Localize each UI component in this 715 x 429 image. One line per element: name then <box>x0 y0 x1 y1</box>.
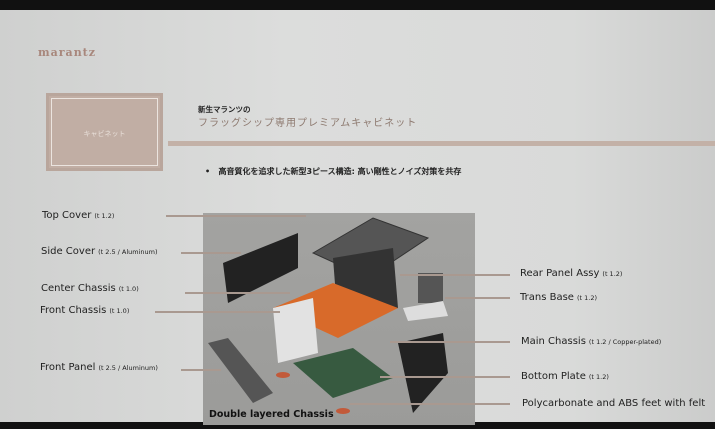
image-caption: Double layered Chassis <box>209 409 334 420</box>
leader-line <box>181 252 241 254</box>
slide-subtitle: 新生マランツの <box>198 105 251 114</box>
slide-title: フラッグシップ専用プレミアムキャビネット <box>198 118 418 129</box>
label-front-chassis: Front Chassis(t 1.0) <box>40 305 130 316</box>
main-chassis-part <box>273 283 398 338</box>
side-cover-part <box>223 233 298 303</box>
transformer-part <box>418 273 443 303</box>
foot-part <box>336 408 350 414</box>
leader-line <box>445 297 510 299</box>
label-front-panel: Front Panel(t 2.5 / Aluminum) <box>40 362 158 373</box>
exploded-chassis-image <box>203 213 475 425</box>
leader-line <box>166 215 306 217</box>
leader-line <box>181 369 221 371</box>
label-side-cover: Side Cover(t 2.5 / Aluminum) <box>41 246 158 257</box>
leader-line <box>155 311 280 313</box>
front-chassis-part <box>273 298 318 363</box>
label-trans-base: Trans Base(t 1.2) <box>520 292 597 303</box>
section-box: キャビネット <box>46 93 163 171</box>
label-top-cover: Top Cover(t 1.2) <box>42 210 115 221</box>
leader-line <box>350 403 510 405</box>
bottom-plate-part <box>293 348 393 398</box>
bullet-point: • 高音質化を追求した新型3ピース構造: 高い剛性とノイズ対策を共存 <box>205 167 462 176</box>
foot-part <box>276 372 290 378</box>
leader-line <box>380 376 510 378</box>
front-panel-part <box>208 338 273 403</box>
label-center-chassis: Center Chassis(t 1.0) <box>41 283 139 294</box>
chassis-illustration <box>208 217 448 414</box>
label-bottom-plate: Bottom Plate(t 1.2) <box>521 371 609 382</box>
title-divider <box>168 141 715 146</box>
leader-line <box>185 292 290 294</box>
bullet-text: 高音質化を追求した新型3ピース構造: 高い剛性とノイズ対策を共存 <box>218 167 462 176</box>
leader-line <box>390 341 510 343</box>
marantz-logo: marantz <box>38 46 97 59</box>
trans-base-part <box>403 301 448 321</box>
presentation-slide: marantz キャビネット 新生マランツの フラッグシップ専用プレミアムキャビ… <box>0 10 715 425</box>
label-main-chassis: Main Chassis(t 1.2 / Copper-plated) <box>521 336 662 347</box>
label-feet: Polycarbonate and ABS feet with felt <box>522 398 706 409</box>
section-box-label: キャビネット <box>83 130 126 138</box>
label-rear-panel: Rear Panel Assy(t 1.2) <box>520 268 623 279</box>
side-cover-right-part <box>398 333 448 413</box>
leader-line <box>400 274 510 276</box>
